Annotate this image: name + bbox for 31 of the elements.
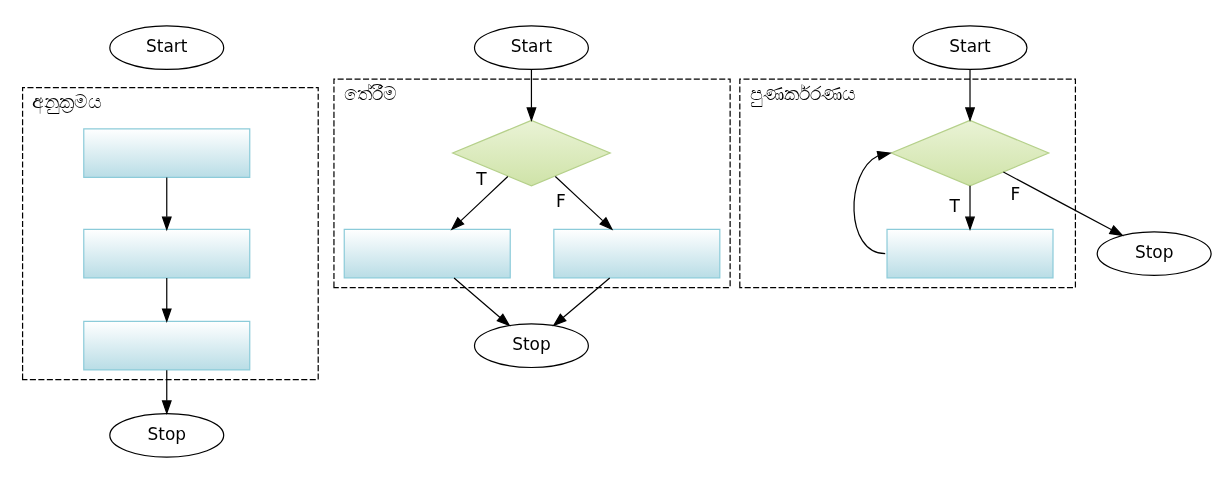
arrow bbox=[453, 277, 511, 327]
node-box bbox=[553, 228, 721, 279]
arrow bbox=[161, 176, 172, 232]
node-box bbox=[886, 228, 1054, 279]
edge-label: T bbox=[476, 168, 487, 189]
arrow bbox=[1002, 171, 1124, 237]
arrow bbox=[853, 150, 892, 255]
node-ellipse: Start bbox=[473, 25, 589, 71]
node-ellipse: Start bbox=[912, 25, 1028, 71]
edge-label: F bbox=[1010, 184, 1021, 205]
arrow bbox=[964, 69, 976, 122]
node-ellipse: Stop bbox=[473, 323, 589, 369]
arrow bbox=[552, 277, 611, 327]
arrow bbox=[964, 185, 976, 232]
cluster: අනුක්‍රමය bbox=[22, 87, 319, 381]
arrow bbox=[161, 369, 172, 415]
node-ellipse: Stop bbox=[109, 412, 225, 458]
node-diamond bbox=[889, 119, 1051, 187]
node-ellipse: Start bbox=[109, 25, 225, 71]
edge-label: T bbox=[949, 196, 960, 217]
arrow bbox=[554, 175, 614, 231]
node-box bbox=[83, 320, 251, 371]
arrow bbox=[526, 69, 537, 122]
node-box bbox=[83, 228, 251, 279]
node-ellipse: Stop bbox=[1096, 231, 1212, 277]
edge-label: F bbox=[556, 191, 566, 212]
arrow bbox=[161, 277, 172, 323]
arrow bbox=[450, 175, 509, 231]
node-box bbox=[343, 228, 511, 279]
node-diamond bbox=[451, 119, 612, 187]
node-box bbox=[83, 128, 251, 178]
